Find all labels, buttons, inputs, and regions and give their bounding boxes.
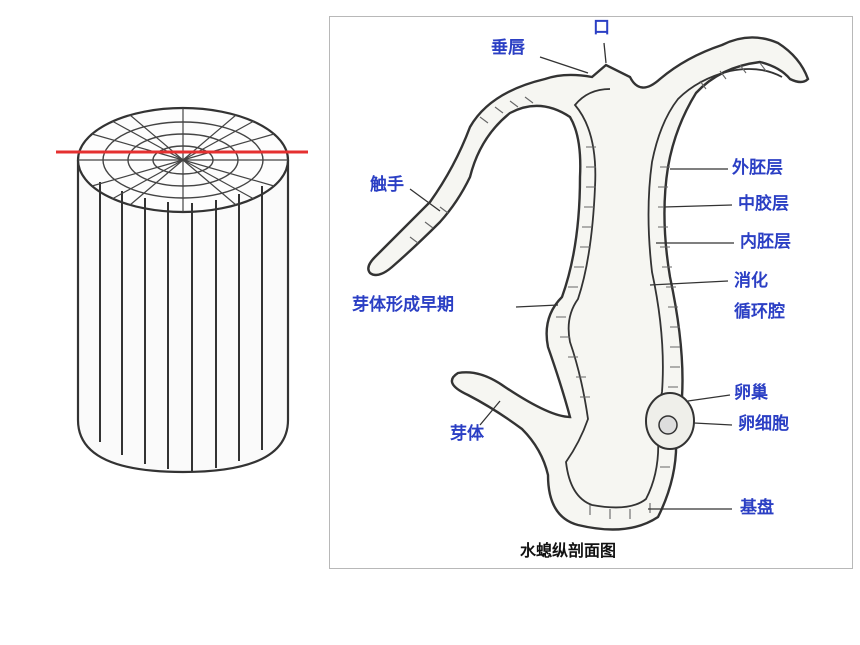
diagram-caption: 水螅纵剖面图 bbox=[520, 541, 617, 560]
label-digestive-2: 循环腔 bbox=[734, 302, 785, 322]
leader-lines bbox=[409, 42, 734, 510]
egg-cell-shape bbox=[658, 415, 678, 435]
body-wall-inner bbox=[565, 68, 783, 509]
label-digestive-1: 消化 bbox=[734, 271, 768, 291]
label-ovary: 卵巢 bbox=[734, 383, 768, 403]
label-mouth: 口 bbox=[593, 18, 610, 38]
hydra-section-panel: 口 垂唇 触手 外胚层 中胶层 内胚层 消化 循环腔 芽体形成早期 卵巢 卵细胞… bbox=[329, 16, 853, 569]
label-early-bud: 芽体形成早期 bbox=[352, 295, 454, 315]
hydra-section-drawing bbox=[367, 36, 810, 531]
label-mesoglea: 中胶层 bbox=[738, 194, 789, 214]
body-wall-outer bbox=[367, 36, 810, 531]
label-egg-cell: 卵细胞 bbox=[738, 414, 789, 434]
label-tentacle: 触手 bbox=[370, 175, 404, 195]
cylinder-top-spokes bbox=[78, 108, 288, 212]
label-hypostome: 垂唇 bbox=[491, 38, 525, 58]
label-bud: 芽体 bbox=[450, 424, 484, 444]
label-ectoderm: 外胚层 bbox=[732, 158, 783, 178]
cylinder-vertical-lines bbox=[99, 182, 263, 471]
label-basal-disc: 基盘 bbox=[740, 498, 774, 518]
cylinder-model-illustration bbox=[56, 106, 308, 474]
label-endoderm: 内胚层 bbox=[740, 232, 791, 252]
